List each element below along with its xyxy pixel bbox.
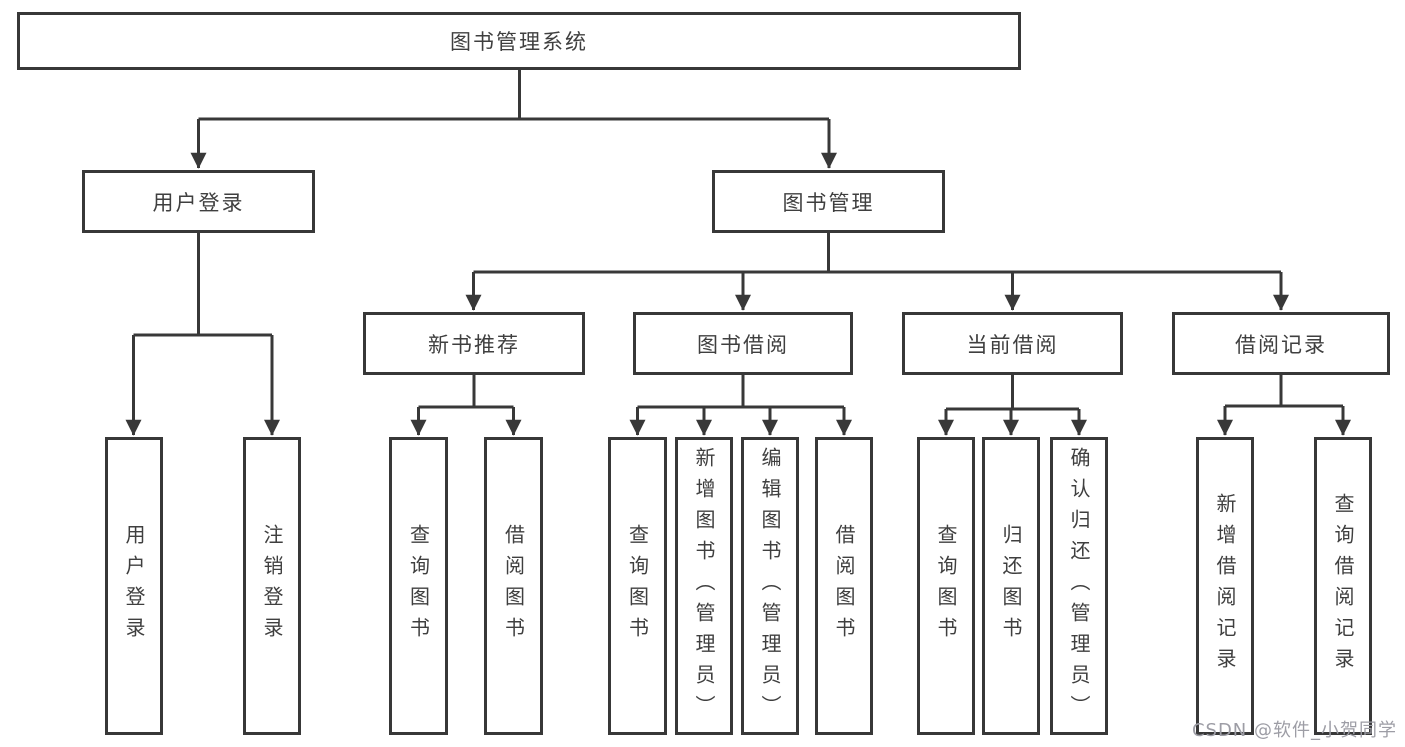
node-leaf-add-borrow-record: 新增借阅记录	[1196, 437, 1254, 735]
watermark-text: CSDN @软件_小贺同学	[1191, 720, 1397, 741]
node-leaf-label: 新增借阅记录	[1213, 493, 1237, 679]
node-leaf-label: 用户登录	[122, 524, 146, 648]
node-leaf-label: 借阅图书	[501, 524, 526, 648]
node-current-borrowing-label: 当前借阅	[966, 332, 1059, 357]
node-leaf-edit-books-admin: 编辑图书（管理员）	[741, 437, 799, 735]
node-book-management-label: 图书管理	[782, 190, 875, 215]
node-leaf-query-borrow-record: 查询借阅记录	[1314, 437, 1372, 735]
node-leaf-query-books-recommend: 查询图书	[389, 437, 448, 735]
node-leaf-label: 查询图书	[934, 524, 958, 648]
node-leaf-return-books: 归还图书	[982, 437, 1040, 735]
connector-user-login-rail	[133, 233, 272, 337]
node-leaf-label: 归还图书	[999, 524, 1023, 648]
node-leaf-label: 查询图书	[406, 524, 431, 648]
node-leaf-query-books-borrowing: 查询图书	[608, 437, 667, 735]
node-leaf-label: 新增图书（管理员）	[692, 446, 716, 726]
node-leaf-label: 确认归还（管理员）	[1067, 446, 1091, 726]
connector-book-management-rail	[473, 233, 1281, 274]
node-leaf-label: 查询借阅记录	[1331, 493, 1355, 679]
node-leaf-label: 借阅图书	[832, 524, 856, 648]
node-new-book-recommend: 新书推荐	[363, 312, 585, 375]
node-borrowing-records-label: 借阅记录	[1235, 332, 1327, 357]
node-new-book-recommend-label: 新书推荐	[428, 332, 520, 357]
connector-borrowing-records-rail	[1225, 375, 1343, 408]
connector-book-borrowing-rail	[637, 375, 844, 409]
node-leaf-confirm-return-admin: 确认归还（管理员）	[1050, 437, 1108, 735]
node-leaf-add-books-admin: 新增图书（管理员）	[675, 437, 733, 735]
node-book-borrowing-label: 图书借阅	[697, 332, 789, 357]
node-user-login-label: 用户登录	[152, 190, 245, 215]
node-leaf-logout: 注销登录	[243, 437, 301, 735]
node-user-login: 用户登录	[82, 170, 315, 233]
node-leaf-borrow-books: 借阅图书	[815, 437, 873, 735]
connector-root-rail	[198, 70, 829, 121]
node-root-label: 图书管理系统	[450, 30, 588, 54]
connector-new-book-rail	[418, 375, 514, 409]
node-leaf-label: 注销登录	[260, 524, 284, 648]
node-book-management: 图书管理	[712, 170, 945, 233]
node-leaf-label: 编辑图书（管理员）	[758, 446, 782, 726]
connector-current-borrowing-rail	[946, 375, 1079, 411]
node-current-borrowing: 当前借阅	[902, 312, 1123, 375]
node-leaf-user-login: 用户登录	[105, 437, 163, 735]
node-book-borrowing: 图书借阅	[633, 312, 853, 375]
node-leaf-label: 查询图书	[625, 524, 650, 648]
node-borrowing-records: 借阅记录	[1172, 312, 1390, 375]
node-leaf-query-books-current: 查询图书	[917, 437, 975, 735]
node-leaf-borrow-books-recommend: 借阅图书	[484, 437, 543, 735]
node-root: 图书管理系统	[17, 12, 1021, 70]
